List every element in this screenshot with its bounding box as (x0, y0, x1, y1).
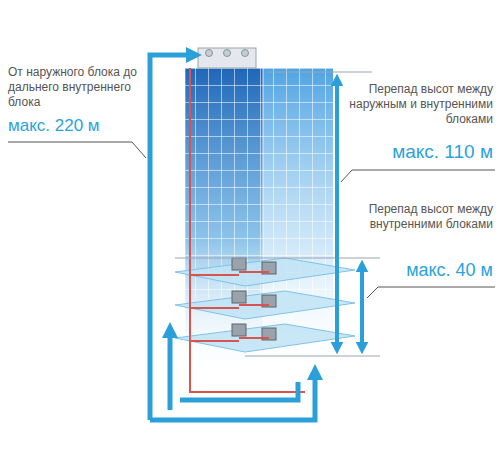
description-text: Перепад высот между наружным и внутренни… (345, 82, 493, 127)
description-text: От наружного блока до дальнего внутренне… (8, 65, 138, 110)
dimension-value: макс. 220 м (8, 115, 143, 136)
description-text: Перепад высот между внутренними блоками (365, 202, 493, 232)
refrigerant-lines (190, 68, 305, 392)
reference-lines (175, 72, 380, 356)
floors (175, 258, 355, 352)
pipe-route (150, 55, 315, 420)
dimension-value: макс. 110 м (345, 140, 493, 164)
indoor-units (232, 258, 276, 340)
outdoor-units (198, 48, 256, 68)
leader-lines (8, 142, 495, 298)
dimension-arrows (337, 80, 362, 348)
dimension-value: макс. 40 м (365, 259, 493, 282)
